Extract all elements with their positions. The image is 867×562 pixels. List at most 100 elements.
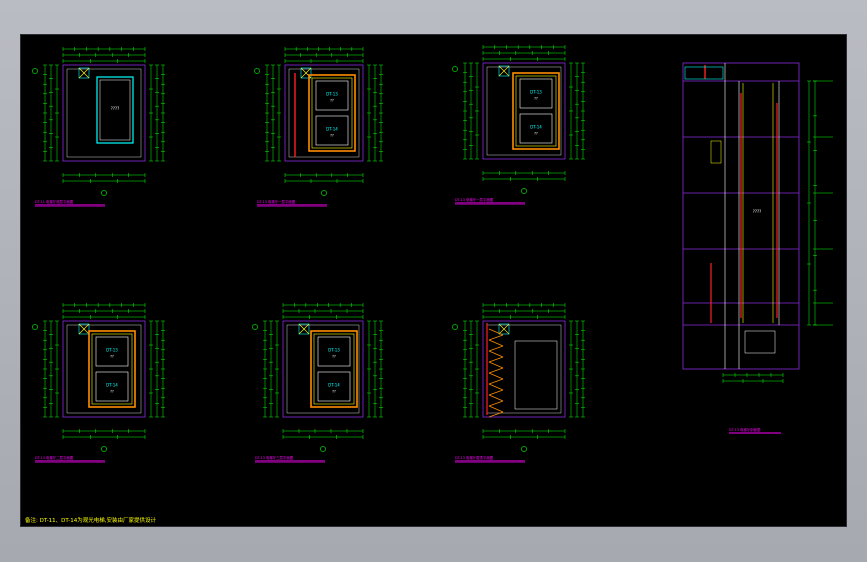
elevator-car xyxy=(95,336,129,367)
car-sublabel: ?? xyxy=(534,97,538,101)
stair-zigzag xyxy=(488,345,504,352)
elevator-car-frame xyxy=(512,72,560,150)
axis-bubble-icon xyxy=(252,324,258,330)
inner-wall xyxy=(286,324,360,414)
elevator-car-frame xyxy=(308,74,356,152)
car-sublabel: ?? xyxy=(330,134,334,138)
elevator-car xyxy=(317,371,351,402)
elevator-car xyxy=(96,76,134,144)
plan-outline xyxy=(482,320,566,418)
plan-outline xyxy=(282,320,364,418)
stair-zigzag xyxy=(488,383,504,391)
car-sublabel: ?? xyxy=(330,99,334,103)
elevator-shaft-symbol-icon xyxy=(78,323,90,335)
axis-bubble-icon xyxy=(452,324,458,330)
elevator-car xyxy=(519,78,553,109)
car-sublabel: ?? xyxy=(110,355,114,359)
inner-wall xyxy=(66,68,142,158)
elevator-car-frame-inner xyxy=(311,77,353,149)
stair-zigzag xyxy=(488,411,504,418)
plan-outline xyxy=(284,64,364,162)
inner-wall xyxy=(486,66,562,156)
elevator-car xyxy=(315,115,349,146)
panel-title: DT-13 电梯厅剖面图 xyxy=(729,427,761,432)
elevator-shaft-symbol-icon xyxy=(498,65,510,77)
stair-zigzag xyxy=(488,378,504,385)
panel-title: DT-11 电梯厅底层平面图 xyxy=(35,199,74,204)
car-sublabel: ?? xyxy=(332,355,336,359)
elevator-car-frame-inner xyxy=(91,333,133,405)
drawing-note: 备注: DT-11、DT-14为观光电梯,安装由厂家提供设计 xyxy=(25,516,156,524)
elevator-shaft-symbol-icon xyxy=(498,323,510,335)
axis-bubble-icon xyxy=(101,190,107,196)
stair-zigzag xyxy=(488,400,504,407)
car-label: ???? xyxy=(111,106,120,111)
car-label: DT-13 xyxy=(106,348,118,353)
panel-title: DT-13 电梯厅一层平面图 xyxy=(257,199,296,204)
elevator-section-p7: ???? DT-13 电梯厅剖面图 xyxy=(682,62,833,434)
car-sublabel: ?? xyxy=(332,390,336,394)
plan-outline xyxy=(62,320,146,418)
car-sublabel: ?? xyxy=(534,132,538,136)
inner-wall xyxy=(486,324,562,414)
panel-title: DT-13 电梯厅一层平面图 xyxy=(455,197,494,202)
elevator-plan-p5: DT-13?? DT-14?? DT-13 电梯厅三层平面图 xyxy=(252,303,383,463)
elevator-car-frame xyxy=(310,330,358,408)
axis-bubble-icon xyxy=(101,446,107,452)
stair-zigzag xyxy=(488,356,504,363)
car-label: DT-14 xyxy=(530,125,542,130)
car-label: DT-13 xyxy=(530,90,542,95)
stair-zigzag xyxy=(488,339,504,347)
axis-bubble-icon xyxy=(32,324,38,330)
car-label: DT-14 xyxy=(106,383,118,388)
axis-bubble-icon xyxy=(521,446,527,452)
stair-zigzag xyxy=(488,405,504,413)
elevator-car xyxy=(317,336,351,367)
door-frame xyxy=(710,140,722,164)
stair-zigzag xyxy=(488,361,504,369)
car-label: DT-13 xyxy=(328,348,340,353)
inner-wall xyxy=(288,68,360,158)
stair-zigzag xyxy=(488,372,504,380)
stair-zigzag xyxy=(488,328,504,336)
stair-zigzag xyxy=(488,367,504,374)
elevator-plan-p3: DT-13?? DT-14?? DT-13 电梯厅一层平面图 xyxy=(452,45,585,205)
car-label: DT-13 xyxy=(326,92,338,97)
panel-title: DT-13 电梯厅二层平面图 xyxy=(35,455,74,460)
cad-drawing-canvas[interactable]: ???? DT-11 电梯厅底层平面图 DT-13?? DT-14?? DT-13 电梯… xyxy=(21,35,846,526)
plan-outline xyxy=(482,62,566,160)
elevator-car-frame-inner xyxy=(313,333,355,405)
car-label: DT-14 xyxy=(326,127,338,132)
section-outline xyxy=(682,62,800,370)
elevator-shaft-symbol-icon xyxy=(78,67,90,79)
elevator-car xyxy=(315,80,349,111)
stair-zigzag xyxy=(488,334,504,341)
plan-outline xyxy=(62,64,146,162)
roof-opening xyxy=(514,340,558,410)
axis-bubble-icon xyxy=(321,190,327,196)
panel-title: DT-13 电梯厅屋顶平面图 xyxy=(455,455,494,460)
elevator-car xyxy=(95,371,129,402)
elevator-car xyxy=(519,113,553,144)
car-label: ???? xyxy=(753,209,762,214)
panel-title: DT-13 电梯厅三层平面图 xyxy=(255,455,294,460)
axis-bubble-icon xyxy=(32,68,38,74)
axis-bubble-icon xyxy=(452,66,458,72)
elevator-shaft-symbol-icon xyxy=(298,323,310,335)
axis-bubble-icon xyxy=(254,68,260,74)
machine-room xyxy=(684,66,724,80)
inner-wall xyxy=(66,324,142,414)
axis-bubble-icon xyxy=(521,188,527,194)
elevator-car-frame-inner xyxy=(515,75,557,147)
elevator-car-inner xyxy=(99,79,131,141)
stair-zigzag xyxy=(488,389,504,396)
axis-bubble-icon xyxy=(320,446,326,452)
elevator-plan-p4: DT-13?? DT-14?? DT-13 电梯厅二层平面图 xyxy=(32,303,165,463)
elevator-plan-p2: DT-13?? DT-14?? DT-13 电梯厅一层平面图 xyxy=(254,47,383,207)
cad-viewport[interactable]: ???? DT-11 电梯厅底层平面图 DT-13?? DT-14?? DT-13 电梯… xyxy=(20,34,847,527)
car-sublabel: ?? xyxy=(110,390,114,394)
elevator-pit xyxy=(744,330,776,354)
elevator-shaft-symbol-icon xyxy=(300,67,312,79)
car-label: DT-14 xyxy=(328,383,340,388)
stair-zigzag xyxy=(488,350,504,358)
